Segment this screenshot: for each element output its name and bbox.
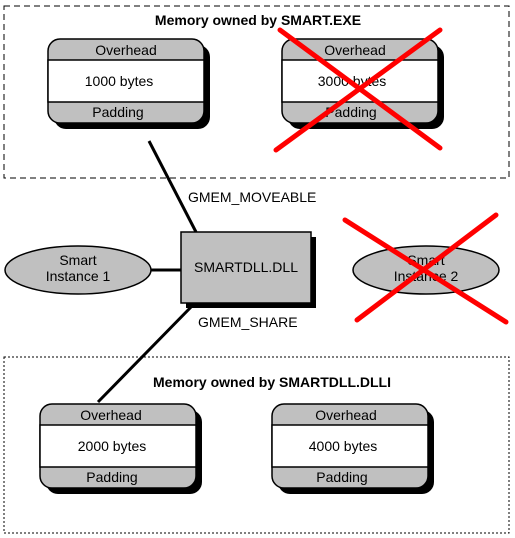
block-footer-label: Padding [325,104,376,120]
block-body [47,59,205,103]
block-header-label: Overhead [95,42,156,58]
smart-instance-1: Smart Instance 1 [4,245,152,295]
dll-memory-region [3,356,510,534]
dll-box-frame [180,231,312,304]
freed-block-cross-icon [273,27,443,153]
instance-ellipse [4,245,152,295]
dll-region-title: Memory owned by SMARTDLL.DLLI [153,374,391,390]
exe-memory-block-1: Overhead 1000 bytes Padding [47,38,210,129]
gmem-share-label: GMEM_SHARE [198,314,298,330]
block-footer-label: Padding [86,469,137,485]
share-connector-line [96,303,195,404]
exe-region-title: Memory owned by SMART.EXE [155,12,361,28]
dll-box-label: SMARTDLL.DLL [194,259,298,275]
dll-memory-block-1: Overhead 2000 bytes Padding [39,403,202,494]
gmem-moveable-label: GMEM_MOVEABLE [188,189,316,205]
block-header-label: Overhead [324,42,385,58]
instance-label-line1: Smart [59,252,96,268]
block-size-label: 1000 bytes [85,73,154,89]
smartdll-module-box: SMARTDLL.DLL [180,231,316,308]
block-header-label: Overhead [80,407,141,423]
moveable-connector-line [147,140,198,233]
block-body [281,59,439,103]
instance-label-line2: Instance 1 [46,268,111,284]
terminated-instance-cross-icon [342,212,509,325]
block-body [271,424,429,468]
block-footer-label: Padding [316,469,367,485]
exe-memory-region [3,5,510,179]
block-footer-label: Padding [92,104,143,120]
block-size-label: 4000 bytes [309,438,378,454]
block-header-label: Overhead [315,407,376,423]
block-size-label: 2000 bytes [78,438,147,454]
block-body [39,424,197,468]
dll-memory-block-2: Overhead 4000 bytes Padding [271,403,434,494]
